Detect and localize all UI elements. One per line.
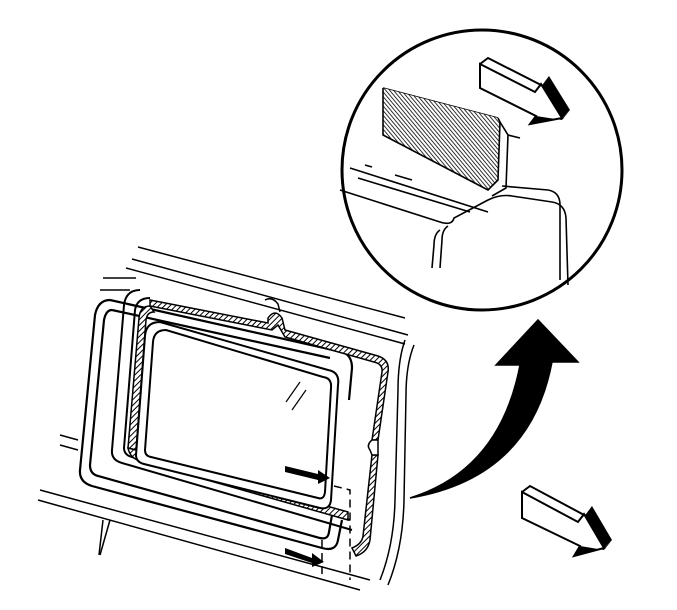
curved-detail-arrow [409,318,580,499]
view-direction-arrow-top [479,56,570,126]
body-panel-lines [37,246,415,591]
view-direction-arrow-bottom [521,484,612,558]
location-pointer-arrows [285,466,351,580]
window-outer-frame [78,298,354,551]
window-glass [134,320,340,510]
window-track [110,289,353,531]
detail-seal-profile [339,87,569,286]
